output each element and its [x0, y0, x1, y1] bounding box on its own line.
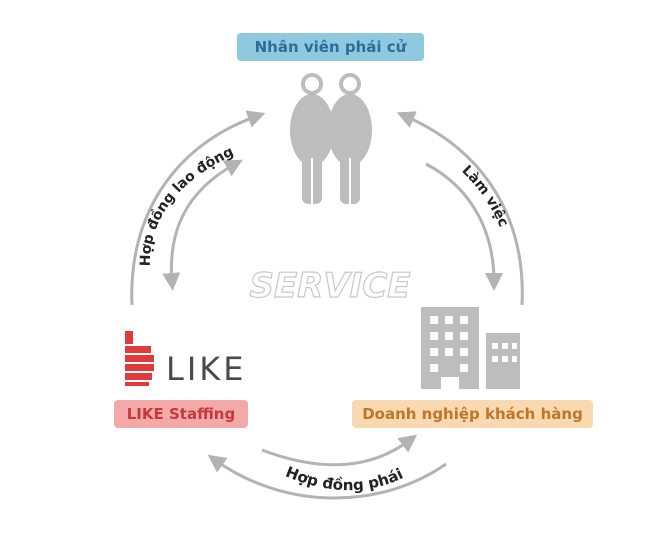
building-icon	[421, 307, 520, 389]
people-icon	[290, 73, 372, 204]
node-label-staff: Nhân viên phái cử	[237, 33, 424, 61]
svg-text:Hợp đồng phái: Hợp đồng phái	[283, 463, 406, 494]
like-logo: LIKE	[125, 331, 246, 388]
arc-right-inner	[425, 162, 503, 291]
arc-left-outer	[130, 110, 266, 306]
node-label-client: Doanh nghiệp khách hàng	[352, 400, 593, 428]
edge-label-dispatch: Hợp đồng phái	[283, 463, 406, 494]
arc-left-inner	[162, 159, 243, 291]
center-service-label: SERVICE	[249, 266, 410, 306]
arc-bottom-outer	[207, 454, 447, 500]
like-logo-text: LIKE	[166, 350, 246, 388]
node-label-like-staffing: LIKE Staffing	[114, 400, 248, 428]
arc-right-outer	[396, 111, 524, 306]
arc-bottom-inner	[261, 434, 418, 467]
